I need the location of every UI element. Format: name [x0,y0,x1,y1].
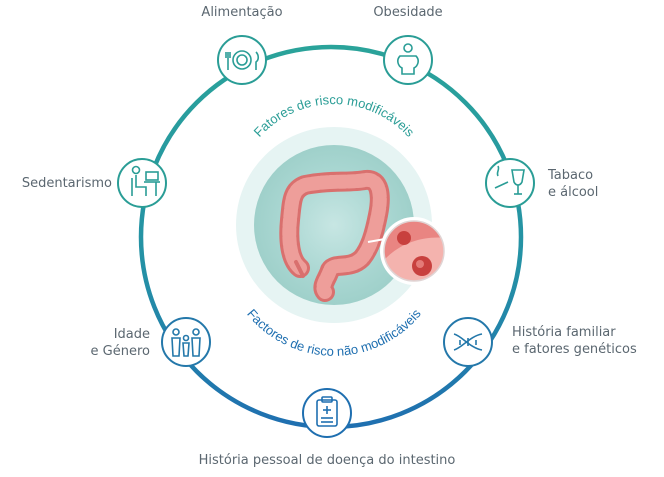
clipboard-medical-icon [316,396,338,427]
label-historia-familiar-line2: e fatores genéticos [512,342,637,357]
label-sedentarismo: Sedentarismo [21,176,112,191]
label-obesidade: Obesidade [373,5,443,20]
label-alimentacao: Alimentação [201,5,283,20]
family-icon [171,328,201,357]
label-historia-familiar-line1: História familiar [512,325,616,340]
plate-cutlery-icon [225,50,260,70]
label-idade: Idade e Género [60,326,150,360]
node-historia-pessoal [302,388,352,438]
label-tabaco: Tabaco e álcool [548,167,598,201]
label-tabaco-line1: Tabaco [548,168,594,183]
cigarette-wine-icon [494,165,525,195]
node-idade [161,317,211,367]
obese-person-icon [397,43,419,75]
node-historia-familiar [443,317,493,367]
label-historia-familiar: História familiar e fatores genéticos [512,324,637,358]
label-tabaco-line2: e álcool [548,185,599,200]
person-at-desk-icon [131,165,160,196]
polyp-zoom-callout [380,217,448,285]
node-obesidade [383,35,433,85]
node-sedentarismo [117,158,167,208]
node-tabaco [485,158,535,208]
label-historia-pessoal: História pessoal de doença do intestino [198,453,456,468]
colon-illustration [279,169,390,302]
label-idade-line1: Idade [113,327,150,342]
label-idade-line2: e Género [90,344,150,359]
dna-icon [453,333,483,351]
node-alimentacao [217,35,267,85]
